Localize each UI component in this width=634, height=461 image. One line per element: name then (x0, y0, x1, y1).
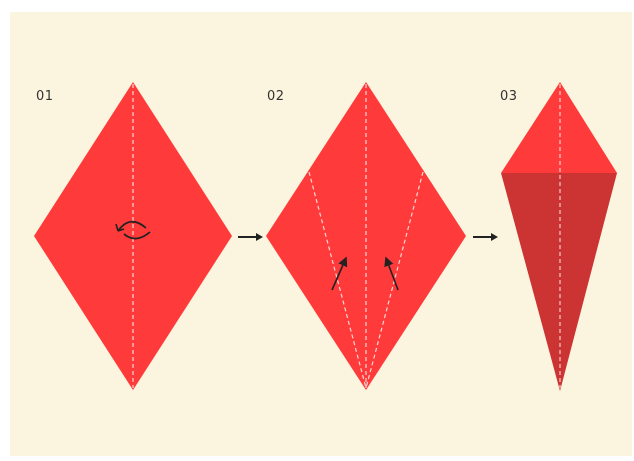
step-2-label: 02 (267, 89, 285, 104)
step-2-left-fold-line (308, 171, 367, 389)
step-1-label: 01 (36, 89, 54, 104)
fold-up-arrows-icon (331, 256, 399, 291)
right-arrow-icon (473, 233, 498, 241)
right-fold-arrow (384, 256, 399, 291)
step-2-diamond (266, 82, 466, 390)
step-3-label: 03 (500, 89, 518, 104)
left-fold-arrow (331, 256, 348, 291)
step-2-right-fold-line (365, 171, 424, 389)
step-3-top-flap (501, 82, 617, 173)
right-arrow-icon (238, 233, 263, 241)
step-3-kite (501, 82, 617, 391)
step-3-folded-sides (501, 173, 617, 391)
step-1-diamond (34, 82, 232, 390)
flip-over-icon (115, 220, 151, 240)
